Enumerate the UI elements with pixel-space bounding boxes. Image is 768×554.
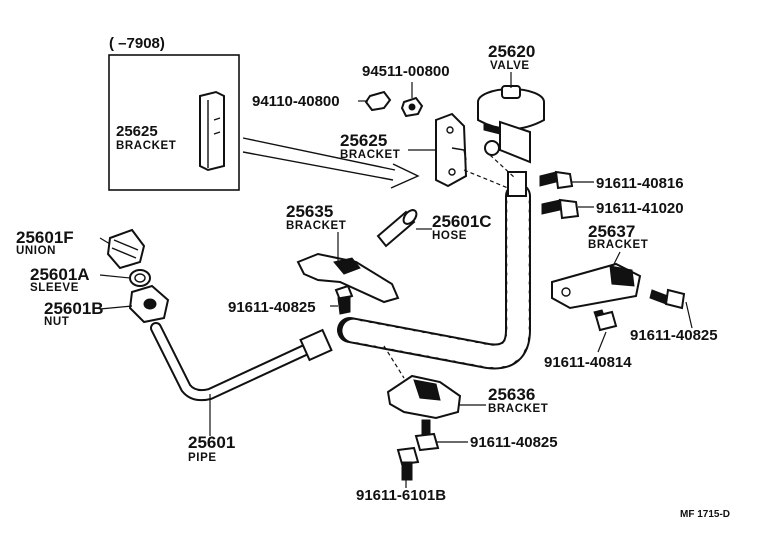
label-25637-name: BRACKET	[588, 239, 648, 251]
reference-arrow	[242, 137, 420, 189]
label-25620-number: 25620	[488, 42, 535, 61]
label-91611-40825-left: 91611-40825	[228, 299, 316, 316]
bracket-25635-illustration	[296, 252, 400, 304]
label-25601F-name: UNION	[16, 245, 56, 257]
label-25625-name: BRACKET	[340, 149, 400, 161]
inset-box: ( –7908) 25625 BRACKET	[108, 35, 240, 191]
inset-part-number: 25625	[116, 123, 158, 140]
label-25635-number: 25635	[286, 202, 333, 221]
bracket-25637-illustration	[551, 262, 642, 310]
nut-94511-illustration	[400, 96, 424, 118]
label-91611-40825-right: 91611-40825	[630, 327, 718, 344]
pipe-25601-illustration	[150, 322, 333, 402]
label-91611-41020: 91611-41020	[596, 200, 684, 217]
bolt-91611-40825-left-illustration	[334, 284, 354, 315]
label-25636-number: 25636	[488, 385, 535, 404]
label-25636-name: BRACKET	[488, 403, 548, 415]
label-91611-6101B: 91611-6101B	[356, 487, 446, 504]
inset-bracket-illustration	[199, 90, 225, 172]
bracket-25636-illustration	[386, 374, 462, 420]
nut-94110-illustration	[364, 90, 392, 112]
inset-part-name: BRACKET	[116, 140, 176, 152]
bolt-91611-40816-illustration	[539, 170, 574, 190]
label-25601A-number: 25601A	[30, 265, 90, 284]
label-94511-00800: 94511-00800	[362, 63, 450, 80]
label-25601B-number: 25601B	[44, 299, 104, 318]
diagram-reference: MF 1715-D	[680, 509, 730, 520]
sleeve-25601A-illustration	[129, 269, 151, 287]
valve-illustration	[477, 85, 545, 164]
bolt-91611-41020-illustration	[541, 198, 580, 220]
label-94110-40800: 94110-40800	[252, 93, 340, 110]
bolt-91611-40814-illustration	[593, 309, 618, 332]
label-25601C-name: HOSE	[432, 230, 467, 242]
leader-lines	[99, 72, 693, 488]
label-25601F-number: 25601F	[16, 228, 74, 247]
label-25637-number: 25637	[588, 222, 635, 241]
label-25601A-name: SLEEVE	[30, 282, 79, 294]
union-25601F-illustration	[106, 228, 146, 270]
label-91611-40814: 91611-40814	[544, 354, 632, 371]
label-25601-number: 25601	[188, 433, 235, 452]
label-25625-number: 25625	[340, 131, 387, 150]
bracket-25625-illustration	[435, 112, 468, 188]
label-91611-40816: 91611-40816	[596, 175, 684, 192]
inset-date-range: ( –7908)	[109, 35, 165, 52]
corrugated-hose-illustration	[337, 171, 531, 370]
bolt-91611-40825-right-illustration	[649, 288, 686, 310]
bolt-91611-40825-lower-illustration	[414, 419, 440, 452]
label-91611-40825-lower: 91611-40825	[470, 434, 558, 451]
nut-25601B-illustration	[128, 284, 170, 324]
label-25601C-number: 25601C	[432, 212, 492, 231]
label-25635-name: BRACKET	[286, 220, 346, 232]
label-25601-name: PIPE	[188, 452, 217, 464]
hose-25601C-illustration	[376, 209, 418, 248]
bolt-91611-6101B-illustration	[396, 446, 420, 481]
label-25620-name: VALVE	[490, 60, 530, 72]
label-25601B-name: NUT	[44, 316, 69, 328]
